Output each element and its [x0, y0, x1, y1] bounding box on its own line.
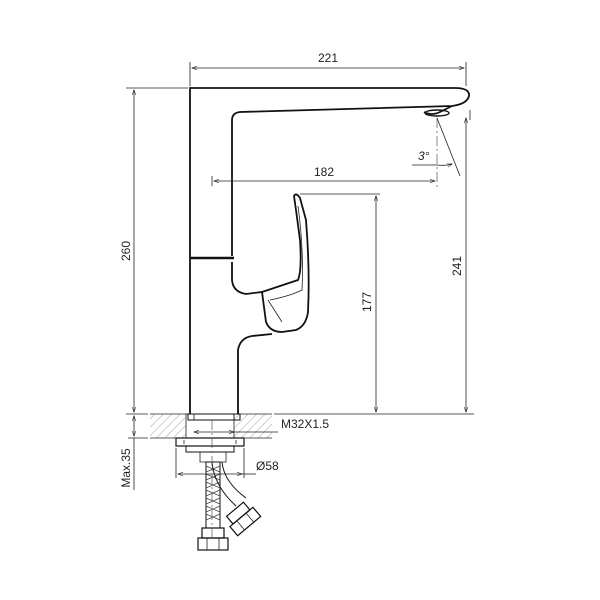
dimension-base-diameter: Ø58 — [175, 448, 279, 478]
dimension-spout-reach: 221 — [189, 51, 467, 86]
dimension-aerator-reach: 182 — [211, 118, 438, 190]
dim-diameter-label: Ø58 — [256, 459, 279, 473]
dimension-lever-height: 177 — [300, 193, 380, 412]
dim-thread-label: M32X1.5 — [281, 417, 329, 431]
mounting-hardware — [175, 437, 245, 463]
dimension-angle: 3° — [412, 117, 461, 177]
countertop — [150, 413, 272, 439]
dim-angle-label: 3° — [418, 149, 430, 163]
dimension-spout-height: 241 — [274, 110, 474, 415]
dim-177-label: 177 — [360, 292, 374, 312]
dim-221-label: 221 — [318, 51, 338, 65]
dim-182-label: 182 — [314, 165, 334, 179]
dim-241-label: 241 — [450, 256, 464, 276]
dim-260-label: 260 — [119, 241, 133, 261]
dimension-max-thickness: Max.35 — [119, 416, 148, 490]
dimension-total-height: 260 — [119, 87, 188, 415]
faucet-body — [187, 87, 470, 421]
supply-hoses — [197, 461, 262, 551]
lever-handle — [261, 193, 310, 333]
dimension-thread: M32X1.5 — [194, 417, 329, 432]
dim-max-label: Max.35 — [119, 448, 133, 488]
